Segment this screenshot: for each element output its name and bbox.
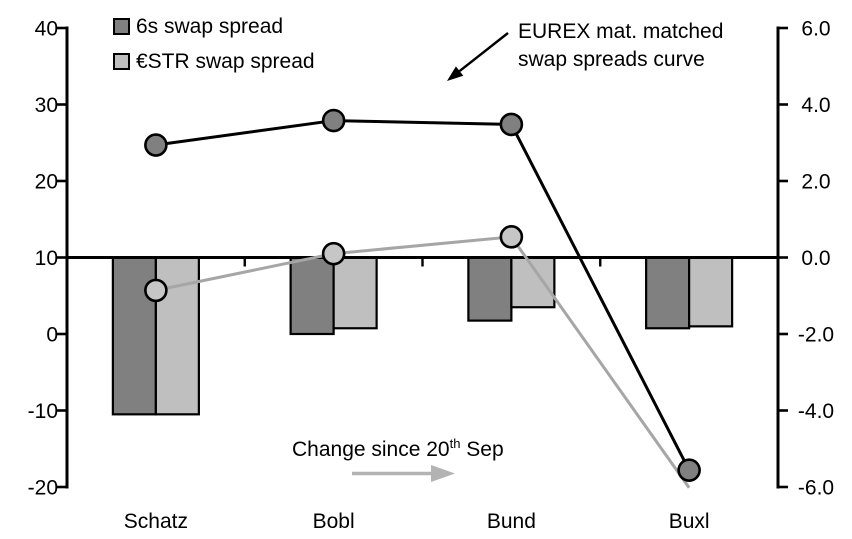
marker-6s-buxl <box>677 458 701 482</box>
left-axis-tick-label: 20 <box>35 171 58 194</box>
line-estr <box>155 235 691 489</box>
curve-annotation-line2: swap spreads curve <box>518 48 705 71</box>
left-axis-tick-label: -10 <box>28 400 58 423</box>
change-since-text: Change since 20 <box>292 438 450 461</box>
marker-6s-bund <box>499 112 524 137</box>
left-axis-tick-label: 30 <box>35 94 58 117</box>
legend-label-estr: €STR swap spread <box>136 50 315 73</box>
right-axis-tick-label: -2.0 <box>798 324 834 347</box>
line-6s <box>155 119 691 471</box>
left-axis-tick-label: 40 <box>35 18 58 41</box>
bar-estr-buxl <box>688 256 734 328</box>
marker-6s-bobl <box>321 108 346 133</box>
change-since-suffix: Sep <box>460 438 504 461</box>
x-axis-category-label: Bobl <box>313 510 355 533</box>
legend-swatch-estr-icon <box>113 53 130 70</box>
marker-6s-schatz <box>144 133 168 157</box>
right-axis-tick-label: 2.0 <box>801 171 830 194</box>
bar-estr-bobl <box>332 256 378 330</box>
right-axis-tick-label: -6.0 <box>798 477 834 500</box>
x-axis-category-label: Schatz <box>124 510 188 533</box>
bar-6s-bund <box>467 256 513 322</box>
annotation-arrow-icon <box>447 66 464 81</box>
legend-item-estr: €STR swap spread <box>113 48 315 75</box>
marker-estr-bobl <box>321 241 346 266</box>
right-axis-tick-label: 0.0 <box>801 247 830 270</box>
legend-swatch-6s-icon <box>113 18 130 35</box>
chart-legend: 6s swap spread €STR swap spread <box>113 13 315 83</box>
right-axis-tick-label: 6.0 <box>801 18 830 41</box>
left-axis-tick-label: -20 <box>28 477 58 500</box>
left-axis-tick-label: 0 <box>46 324 58 347</box>
right-axis-tick-label: -4.0 <box>798 400 834 423</box>
curve-annotation-line1: EUREX mat. matched <box>518 20 724 43</box>
bar-6s-buxl <box>645 256 691 330</box>
legend-item-6s: 6s swap spread <box>113 13 315 40</box>
left-axis-tick-label: 10 <box>35 247 58 270</box>
bar-6s-bobl <box>289 256 335 336</box>
marker-estr-bund <box>499 225 524 249</box>
change-arrow-icon <box>431 465 455 482</box>
curve-annotation: EUREX mat. matched swap spreads curve <box>518 18 723 74</box>
marker-estr-schatz <box>144 278 168 303</box>
x-axis-category-label: Buxl <box>669 510 710 533</box>
change-since-note: Change since 20th Sep <box>292 436 504 462</box>
change-since-sup: th <box>449 436 461 451</box>
legend-label-6s: 6s swap spread <box>136 15 284 38</box>
x-axis-category-label: Bund <box>487 510 536 533</box>
annotation-arrow-line <box>458 32 509 73</box>
right-axis-tick-label: 4.0 <box>801 94 830 117</box>
